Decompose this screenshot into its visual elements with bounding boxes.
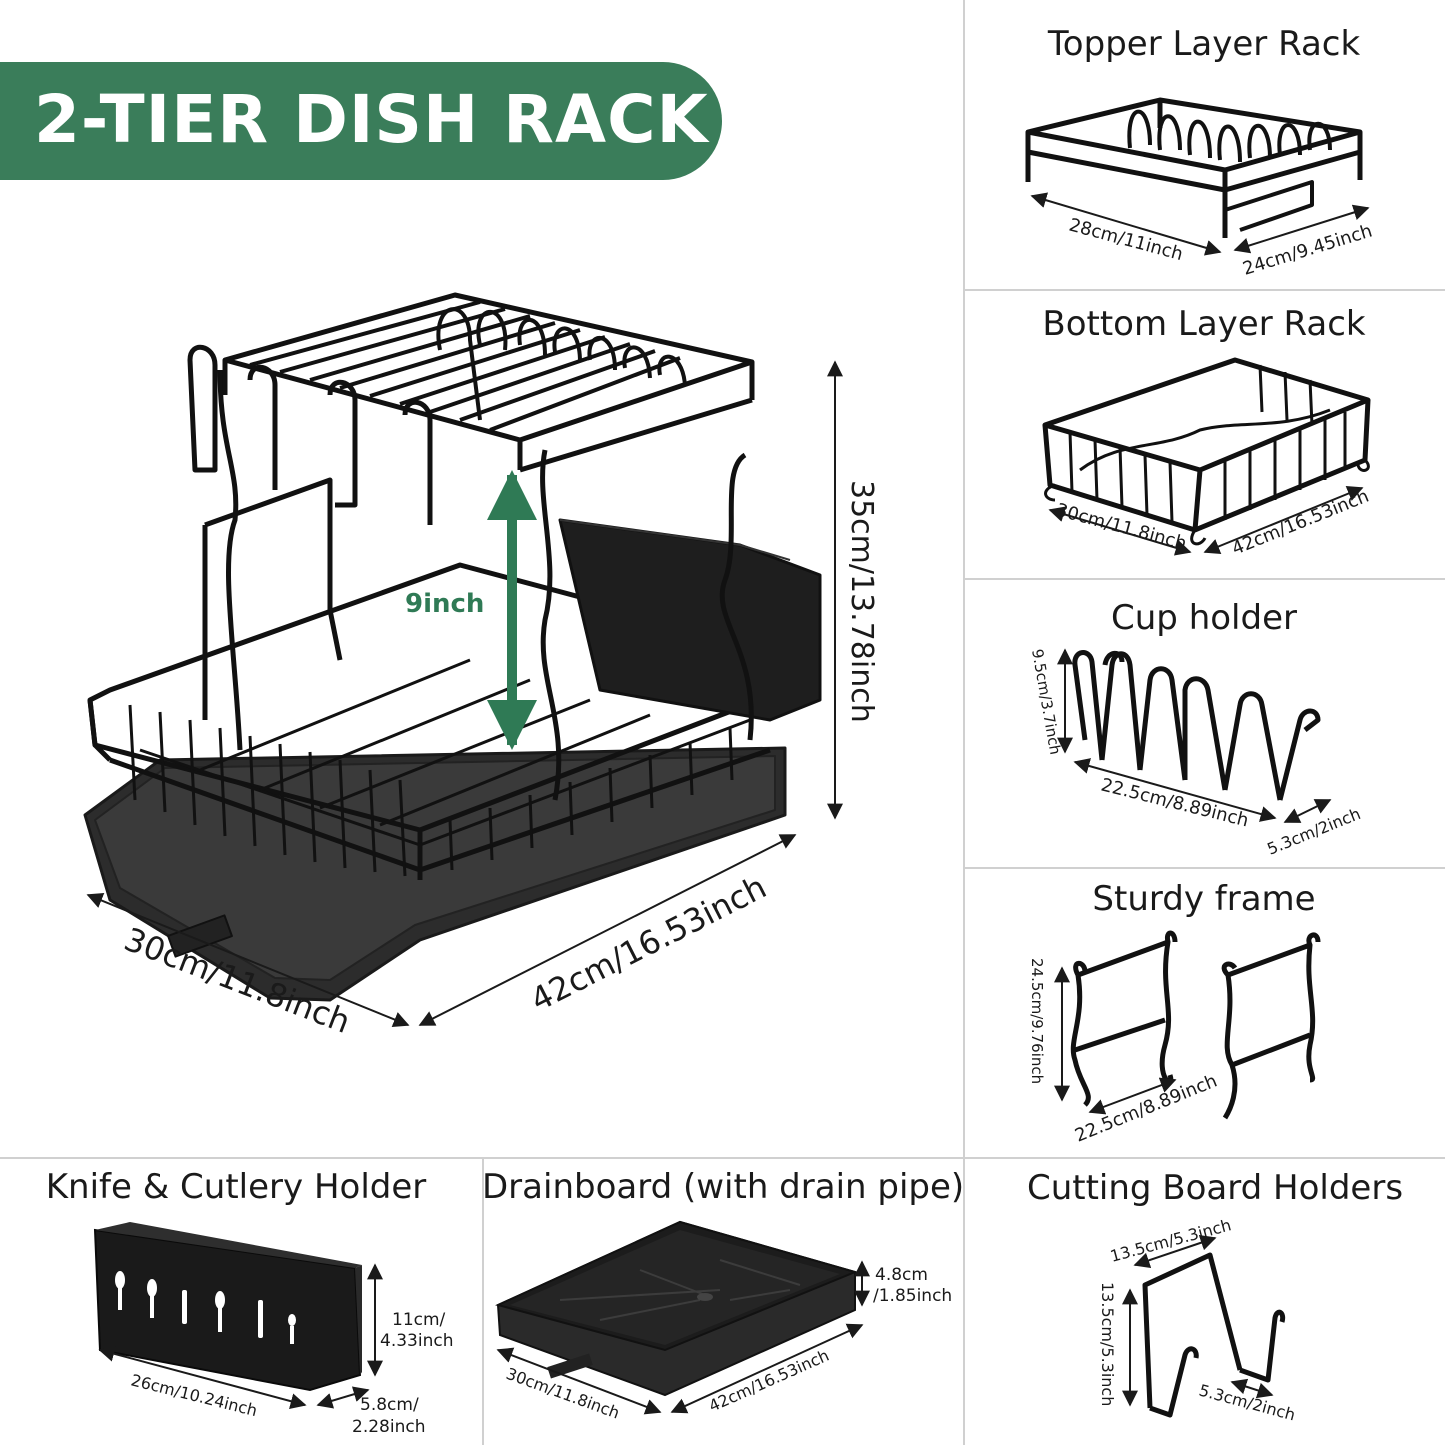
topper-dim-b: 24cm/9.45inch (1240, 220, 1374, 279)
bottom-rack-title: Bottom Layer Rack (1042, 304, 1366, 344)
topper-rack-illustration (1025, 97, 1363, 238)
drainboard-title: Drainboard (with drain pipe) (482, 1167, 965, 1207)
page-title: 2-TIER DISH RACK (34, 81, 709, 158)
frame-dim-h: 24.5cm/9.76inch (1028, 958, 1046, 1084)
bottom-rack-illustration (1042, 357, 1371, 546)
divider-bottom-1 (482, 1157, 484, 1445)
drain-dim-h-1: 4.8cm (875, 1265, 928, 1285)
divider-right-2 (963, 578, 1445, 580)
title-banner (0, 62, 722, 180)
knife-holder-illustration (93, 1222, 362, 1392)
cup-dim-d: 5.3cm/2inch (1264, 804, 1363, 859)
sturdy-frame-title: Sturdy frame (1092, 879, 1316, 919)
cutting-dim-w: 13.5cm/5.3inch (1108, 1215, 1233, 1266)
divider-bottom-row (0, 1157, 1445, 1159)
cutting-board-title: Cutting Board Holders (1026, 1168, 1404, 1208)
cup-holder-title: Cup holder (1111, 598, 1297, 638)
topper-dim-a: 28cm/11inch (1067, 215, 1185, 266)
gap-label: 9inch (405, 589, 484, 619)
knife-dim-d-1: 5.8cm/ (360, 1395, 419, 1415)
cup-holder-illustration (1072, 650, 1321, 801)
drain-dim-h-2: /1.85inch (873, 1286, 952, 1306)
knife-holder-title: Knife & Cutlery Holder (45, 1167, 427, 1207)
frame-dim-w: 22.5cm/8.89inch (1072, 1070, 1220, 1146)
knife-dim-h-2: 4.33inch (380, 1331, 453, 1351)
knife-dim-w: 26cm/10.24inch (129, 1370, 259, 1420)
cutting-board-holder-illustration (1142, 1252, 1286, 1418)
knife-dim-h-1: 11cm/ (392, 1310, 446, 1330)
knife-dim-d-2: 2.28inch (352, 1417, 425, 1437)
topper-rack-title: Topper Layer Rack (1047, 24, 1361, 64)
cutting-dim-h: 13.5cm/5.3inch (1098, 1282, 1117, 1406)
divider-bottom-2 (963, 1157, 965, 1445)
divider-right-1 (963, 289, 1445, 291)
cup-dim-h: 9.5cm/3.7inch (1028, 648, 1064, 757)
divider-right-3 (963, 867, 1445, 869)
main-height-label: 35cm/13.78inch (844, 480, 879, 723)
